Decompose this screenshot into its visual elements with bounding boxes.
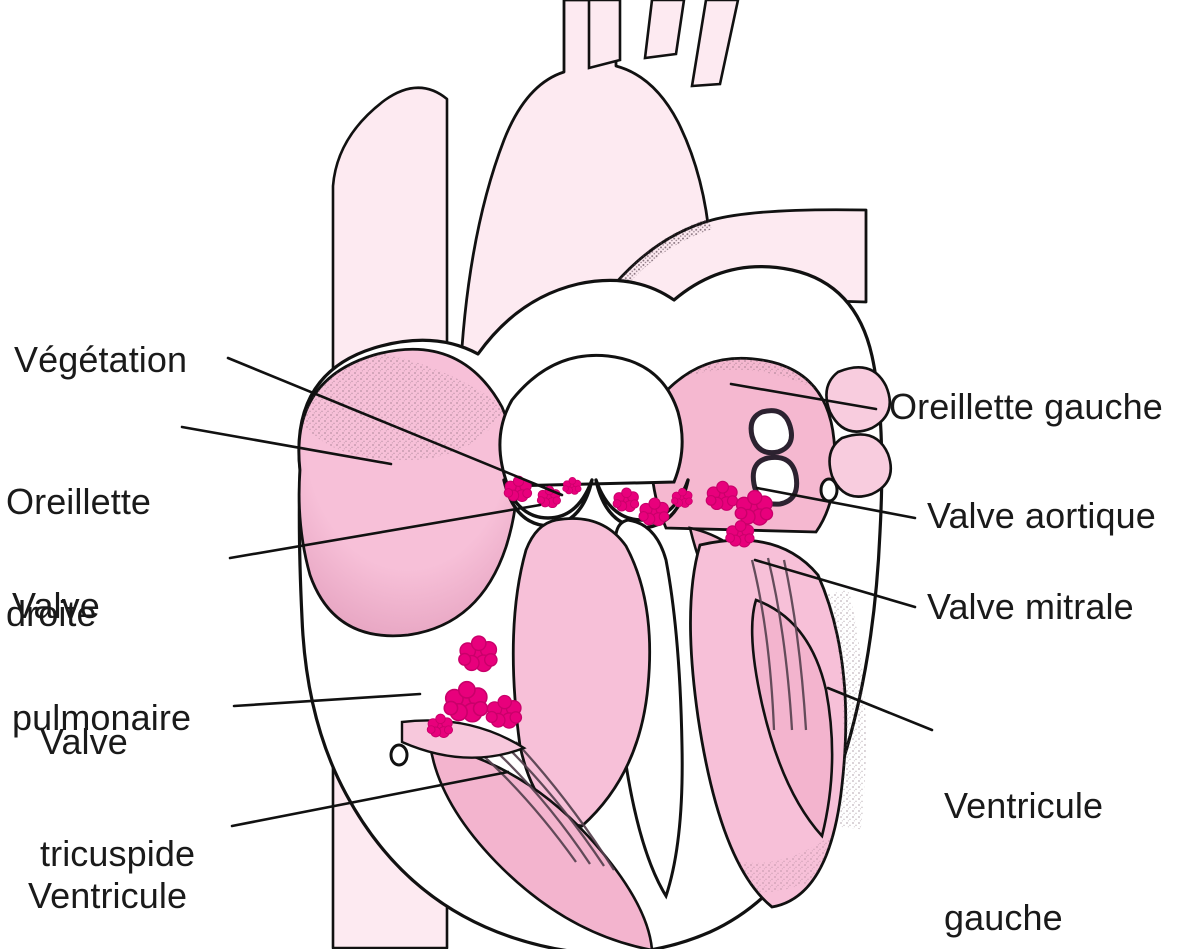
label-valve-tricuspide: Valve tricuspide [40,648,195,948]
leader-valve-pulmonaire [228,503,542,560]
label-line: Valve [40,720,128,762]
label-valve-aortique: Valve aortique [927,495,1156,536]
leader-vegetation [226,356,564,497]
right-ventricle [389,517,654,949]
brachiocephalic-branch [587,0,622,70]
leader-ventricule-gauche [826,686,934,732]
left-chordae-tendineae [750,557,808,731]
right-papillary-muscle [428,742,654,949]
left-atrium [649,356,893,534]
right-atrium [297,347,519,638]
annulus-marker-right [389,743,409,767]
pulmonary-valve-cusps [502,478,594,528]
label-line: droite [6,593,97,635]
leader-valve-tricuspide [232,692,422,708]
pulmonary-vein-stump-upper [825,366,891,433]
label-valve-pulmonaire: Valve pulmonaire [12,512,191,812]
leader-oreillette-droite [180,425,393,466]
leader-ventricule-droit [230,770,510,828]
right-ventricle-cavity [511,517,652,828]
label-line: Ventricule [944,784,1104,826]
leader-valve-mitrale [753,558,917,609]
left-subclavian-branch [690,0,740,88]
label-ventricule-gauche: Ventricule gauche [944,712,1103,949]
aortic-root-outflow [498,353,684,488]
label-line: Valve [12,584,100,626]
label-oreillette-gauche: Oreillette gauche [889,386,1163,427]
left-carotid-branch [643,0,686,60]
label-oreillette-droite: Oreillette droite [6,408,151,708]
pulmonary-vein-ostium-upper [748,408,794,456]
leader-valve-aortique [755,486,917,520]
annulus-marker-left [819,477,839,503]
label-line: pulmonaire [12,697,192,739]
label-line: Ventricule [28,874,188,916]
label-vegetation: Végétation [14,339,188,380]
leader-oreillette-gauche [729,382,878,411]
label-ventricule-droit: Ventricule droit [28,802,187,949]
label-line: Oreillette [6,480,152,522]
leader-lines-group [180,356,934,828]
label-valve-mitrale: Valve mitrale [927,586,1134,627]
label-line: tricuspide [40,833,196,875]
pulmonary-vein-stump-lower [828,433,893,498]
label-line: gauche [944,897,1063,939]
